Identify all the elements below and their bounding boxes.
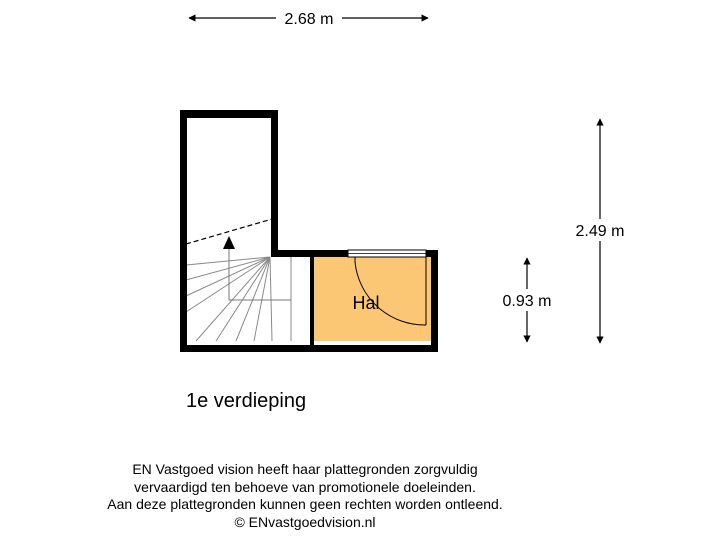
- dimension-width-top: 2.68 m: [188, 8, 429, 30]
- walls: [180, 110, 438, 352]
- disclaimer-line-1: EN Vastgoed vision heeft haar plattegron…: [132, 461, 478, 477]
- dimension-height-total-label: 2.49 m: [576, 223, 625, 240]
- staircase: [185, 218, 312, 342]
- dimension-height-total: 2.49 m: [568, 118, 632, 344]
- disclaimer-line-2: vervaardigd ten behoeve van promotionele…: [134, 478, 476, 495]
- dimension-width-label: 2.68 m: [285, 11, 334, 28]
- room-hal: [314, 257, 431, 341]
- dimension-height-hal-label: 0.93 m: [503, 293, 552, 310]
- disclaimer: EN Vastgoed vision heeft haar plattegron…: [60, 461, 550, 531]
- door: [354, 257, 427, 326]
- window: [347, 249, 427, 258]
- disclaimer-line-3: Aan deze plattegronden kunnen geen recht…: [107, 496, 503, 512]
- dimension-height-hal: 0.93 m: [496, 257, 558, 343]
- disclaimer-line-4: © ENvastgoedvision.nl: [234, 513, 376, 530]
- room-label-hal: Hal: [352, 293, 379, 313]
- floor-label: 1e verdieping: [186, 390, 307, 412]
